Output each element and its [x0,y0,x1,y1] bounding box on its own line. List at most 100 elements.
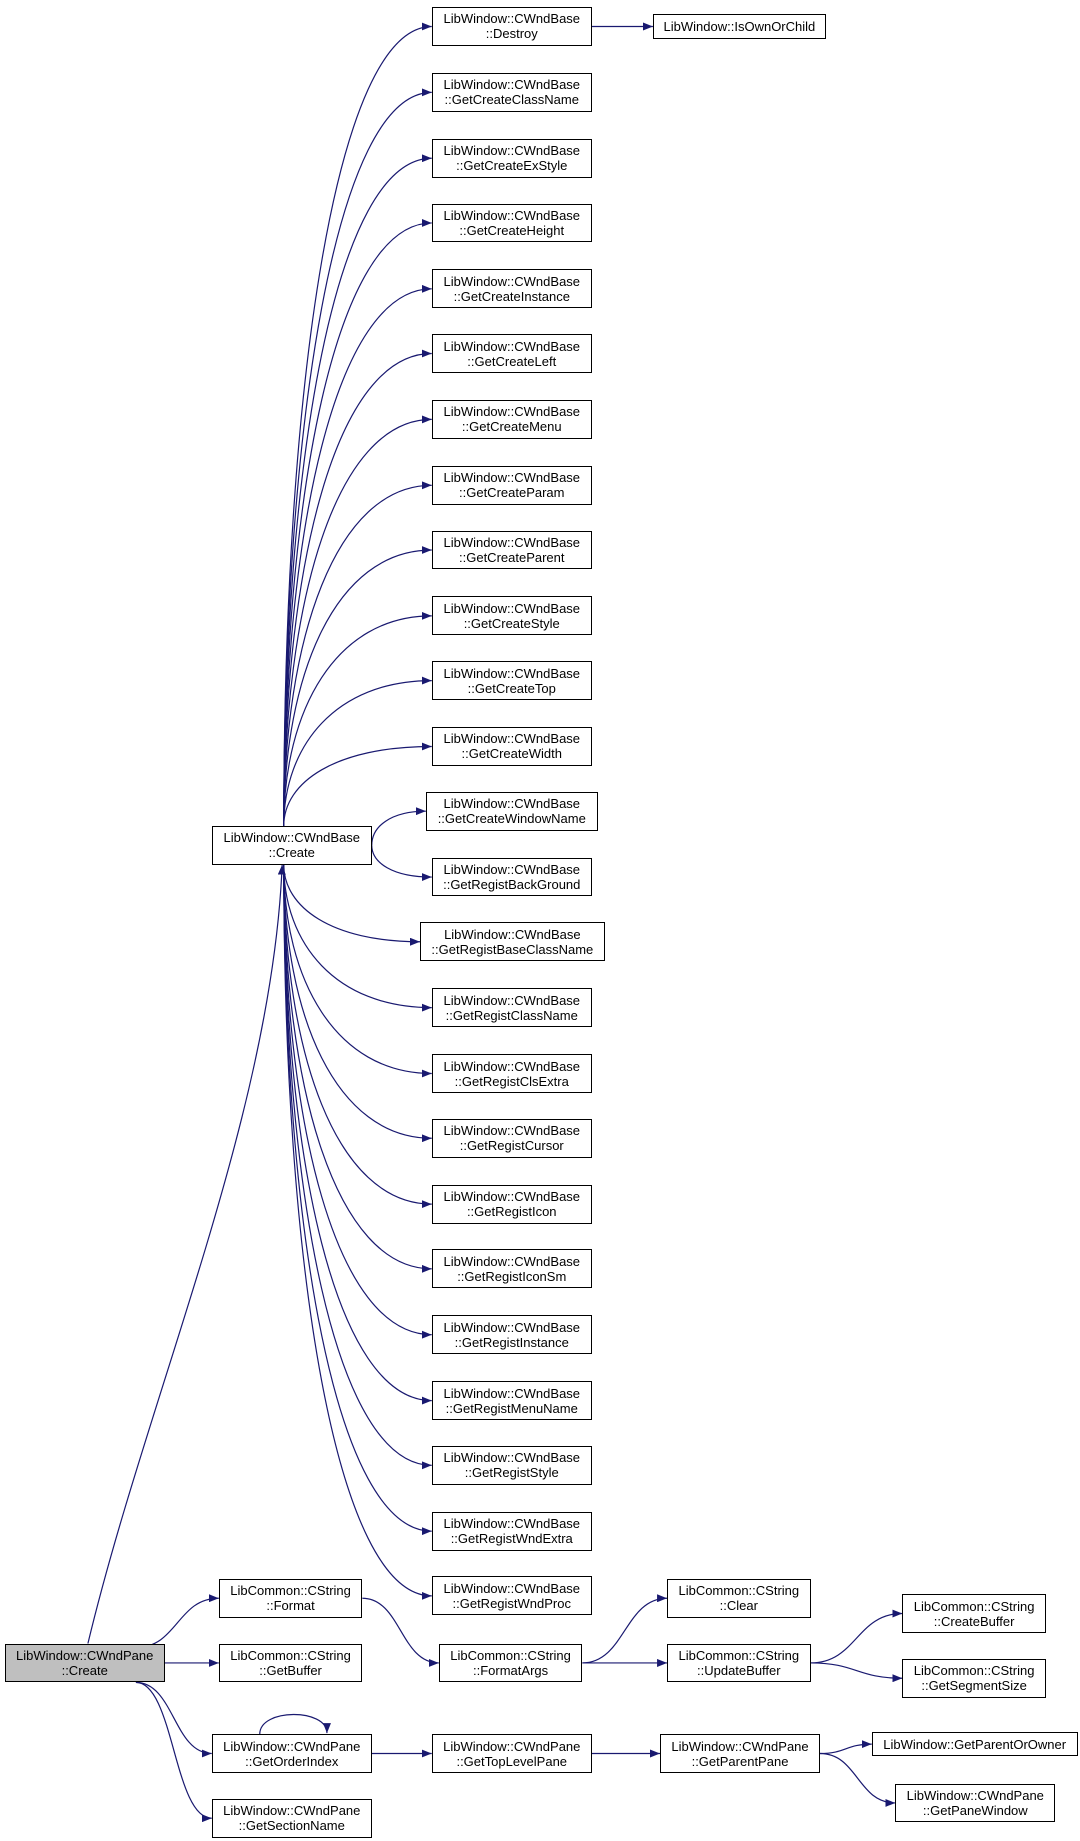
node-label-line: LibWindow::CWndPane [671,1738,809,1754]
edge-pane-create-to-base-create [87,864,286,1644]
edge-base-create-to-gr-baseclassname [283,864,421,946]
node-gr-wndextra[interactable]: LibWindow::CWndBase::GetRegistWndExtra [431,1511,592,1551]
node-gc-height[interactable]: LibWindow::CWndBase::GetCreateHeight [431,203,592,243]
node-label-line: ::GetCreateClassName [444,92,579,108]
node-label-line: ::GetCreateHeight [459,222,565,238]
node-cs-updatebuffer[interactable]: LibCommon::CString::UpdateBuffer [667,1643,811,1683]
node-label-line: ::GetRegistWndExtra [450,1531,573,1547]
node-gc-exstyle[interactable]: LibWindow::CWndBase::GetCreateExStyle [431,138,592,178]
node-gc-width[interactable]: LibWindow::CWndBase::GetCreateWidth [431,727,592,766]
edge-pane-getparentpane-to-getparentorowner [819,1740,872,1755]
node-label-line: LibCommon::CString [230,1583,351,1599]
node-label-line: LibWindow::CWndBase [443,273,581,289]
node-gr-menuname[interactable]: LibWindow::CWndBase::GetRegistMenuName [431,1381,592,1420]
node-label-line: LibWindow::CWndBase [443,1253,581,1269]
node-pane-getpanewindow[interactable]: LibWindow::CWndPane::GetPaneWindow [895,1783,1056,1823]
edge-base-create-to-gc-height [283,218,432,826]
node-gc-classname[interactable]: LibWindow::CWndBase::GetCreateClassName [431,72,592,112]
node-gr-classname[interactable]: LibWindow::CWndBase::GetRegistClassName [431,988,592,1028]
node-label-line: LibWindow::CWndBase [443,1450,581,1466]
node-label-line: LibCommon::CString [450,1647,571,1663]
node-label-line: LibWindow::CWndBase [443,796,581,812]
node-gr-baseclassname[interactable]: LibWindow::CWndBase::GetRegistBaseClassN… [420,922,605,962]
node-gc-parent[interactable]: LibWindow::CWndBase::GetCreateParent [431,530,592,570]
node-label-line: LibWindow::CWndPane [223,1738,361,1754]
edge-base-create-to-gr-iconsm [283,864,432,1273]
node-label-line: ::GetRegistInstance [454,1334,569,1350]
node-label-line: ::Destroy [485,26,538,42]
node-label-line: LibWindow::CWndBase [443,1058,581,1074]
node-label-line: LibWindow::CWndBase [443,1385,581,1401]
edge-base-create-to-gc-windowname [371,807,426,846]
node-label-line: ::Create [61,1662,108,1678]
node-label-line: ::GetCreateWidth [461,746,562,762]
node-pane-getsectionname[interactable]: LibWindow::CWndPane::GetSectionName [211,1798,372,1838]
node-label-line: ::GetCreateMenu [461,419,562,435]
node-label-line: LibWindow::CWndBase [443,600,581,616]
node-label-line: ::GetCreateStyle [463,615,560,631]
node-label-line: LibWindow::CWndPane [223,1803,361,1819]
node-gc-menu[interactable]: LibWindow::CWndBase::GetCreateMenu [431,400,592,439]
node-label-line: LibWindow::CWndBase [444,926,581,942]
node-gc-param[interactable]: LibWindow::CWndBase::GetCreateParam [431,465,592,505]
node-label-line: ::GetSectionName [238,1818,345,1834]
node-getparentorowner[interactable]: LibWindow::GetParentOrOwner [871,1731,1078,1757]
node-gr-style[interactable]: LibWindow::CWndBase::GetRegistStyle [431,1445,592,1485]
node-gc-top[interactable]: LibWindow::CWndBase::GetCreateTop [431,661,592,700]
node-cs-formatargs[interactable]: LibCommon::CString::FormatArgs [438,1643,583,1683]
node-label-line: LibCommon::CString [230,1647,351,1663]
node-label-line: ::GetCreateLeft [467,353,557,369]
edge-cs-format-to-cs-formatargs [362,1597,439,1667]
node-cs-createbuffer[interactable]: LibCommon::CString::CreateBuffer [902,1594,1046,1633]
node-gc-windowname[interactable]: LibWindow::CWndBase::GetCreateWindowName [425,791,598,831]
node-gc-style[interactable]: LibWindow::CWndBase::GetCreateStyle [431,596,592,636]
node-gr-iconsm[interactable]: LibWindow::CWndBase::GetRegistIconSm [431,1249,592,1289]
node-label-line: LibWindow::CWndBase [443,731,581,747]
node-gr-icon[interactable]: LibWindow::CWndBase::GetRegistIcon [431,1184,592,1224]
node-label-line: ::GetRegistMenuName [445,1400,578,1416]
node-label-line: LibWindow::CWndBase [443,77,581,93]
edge-base-create-to-gc-menu [283,415,432,826]
node-label-line: ::GetCreateParam [459,485,565,501]
node-label-line: LibWindow::CWndPane [906,1787,1044,1803]
node-pane-create[interactable]: LibWindow::CWndPane::Create [4,1643,165,1683]
node-gc-instance[interactable]: LibWindow::CWndBase::GetCreateInstance [431,269,592,309]
edge-base-create-to-gr-instance [283,864,432,1339]
node-isownorchild[interactable]: LibWindow::IsOwnOrChild [652,14,826,39]
node-label-line: ::GetCreateInstance [453,288,570,304]
node-base-create[interactable]: LibWindow::CWndBase::Create [211,825,372,865]
node-cs-getbuffer[interactable]: LibCommon::CString::GetBuffer [218,1643,363,1683]
edge-base-create-to-gc-left [283,349,432,826]
node-gr-cursor[interactable]: LibWindow::CWndBase::GetRegistCursor [431,1118,592,1158]
node-label-line: ::GetRegistIconSm [457,1268,567,1284]
node-label-line: ::GetRegistBaseClassName [431,941,594,957]
edge-base-create-to-gc-width [283,742,432,826]
node-pane-getorderindex[interactable]: LibWindow::CWndPane::GetOrderIndex [211,1734,372,1773]
node-gr-wndproc[interactable]: LibWindow::CWndBase::GetRegistWndProc [431,1576,592,1616]
node-label-line: ::CreateBuffer [933,1613,1015,1629]
node-label-line: LibWindow::CWndBase [443,143,581,159]
node-gc-left[interactable]: LibWindow::CWndBase::GetCreateLeft [431,334,592,373]
node-label-line: ::GetRegistWndProc [452,1595,572,1611]
node-label-line: LibWindow::CWndBase [443,1123,581,1139]
node-label-line: ::UpdateBuffer [697,1662,781,1678]
node-label-line: ::GetTopLevelPane [456,1753,568,1769]
node-gr-instance[interactable]: LibWindow::CWndBase::GetRegistInstance [431,1315,592,1355]
edge-base-create-to-gr-menuname [283,864,432,1405]
node-cs-clear[interactable]: LibCommon::CString::Clear [667,1578,811,1618]
node-destroy[interactable]: LibWindow::CWndBase::Destroy [431,7,592,46]
node-label-line: LibWindow::CWndPane [443,1738,581,1754]
node-label-line: LibWindow::CWndBase [443,534,581,550]
node-gr-clsextra[interactable]: LibWindow::CWndBase::GetRegistClsExtra [431,1054,592,1093]
node-cs-getsegmentsize[interactable]: LibCommon::CString::GetSegmentSize [902,1658,1046,1698]
node-label-line: LibWindow::CWndBase [443,992,581,1008]
node-label-line: LibWindow::CWndBase [443,1516,581,1532]
node-pane-gettoplevelpane[interactable]: LibWindow::CWndPane::GetTopLevelPane [431,1734,592,1773]
node-cs-format[interactable]: LibCommon::CString::Format [218,1578,363,1618]
node-label-line: ::GetRegistCursor [459,1138,564,1154]
node-label-line: ::Format [266,1598,315,1614]
node-gr-background[interactable]: LibWindow::CWndBase::GetRegistBackGround [431,857,592,897]
node-pane-getparentpane[interactable]: LibWindow::CWndPane::GetParentPane [660,1734,820,1773]
